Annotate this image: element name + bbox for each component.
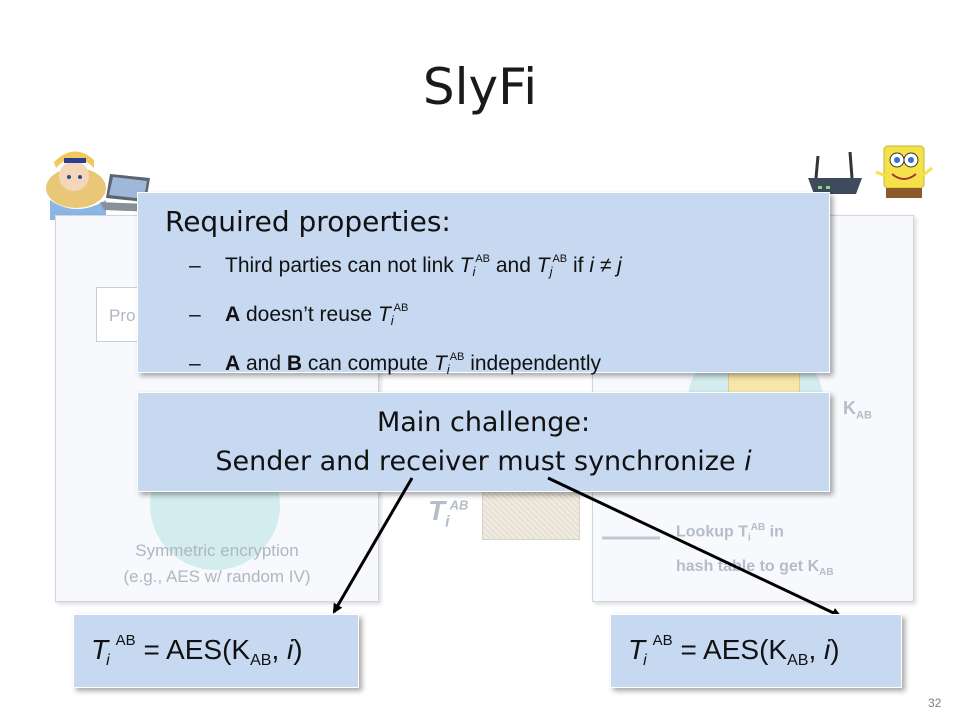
main-challenge-callout: Main challenge: Sender and receiver must… xyxy=(137,392,830,492)
formula-comma: , xyxy=(808,634,824,665)
ciphertext-noise xyxy=(482,486,580,540)
lookup-line1: Lookup TiAB in xyxy=(676,514,834,553)
t-sub: i xyxy=(446,362,450,377)
dash: – xyxy=(189,303,201,326)
lookup-caption: Lookup TiAB in hash table to get KAB xyxy=(676,514,834,587)
formula-i: i xyxy=(287,634,294,665)
item3-text-b: and xyxy=(240,352,287,375)
item3-text-d: can compute xyxy=(302,352,434,375)
challenge-text: Sender and receiver must synchronize xyxy=(215,446,745,477)
t-notation: TjAB xyxy=(536,253,568,279)
item3-text-e: independently xyxy=(464,352,601,375)
challenge-line2: Sender and receiver must synchronize i xyxy=(138,442,829,481)
item3-a: A xyxy=(225,352,241,375)
required-properties-callout: Required properties: – Third parties can … xyxy=(137,192,830,377)
formula-close: ) xyxy=(293,634,303,665)
t-notation: TiAB xyxy=(377,302,409,328)
item1-condition: i ≠ j xyxy=(589,254,622,277)
t-sup: AB xyxy=(449,351,465,363)
lookup-c: hash table to get K xyxy=(676,557,820,575)
t-notation: TiAB xyxy=(433,351,465,377)
t-sub: i xyxy=(472,264,476,279)
t-letter: T xyxy=(536,254,550,277)
property-item-unlinkable: –Third parties can not link TiAB and TjA… xyxy=(165,241,829,290)
lookup-line2: hash table to get KAB xyxy=(676,553,834,587)
properties-heading: Required properties: xyxy=(165,205,451,238)
t-letter: T xyxy=(459,254,473,277)
formula-comma: , xyxy=(271,634,287,665)
kab-label: KAB xyxy=(843,398,872,422)
property-item-independent: – A and B can compute TiAB independently xyxy=(165,339,829,388)
slide-number: 32 xyxy=(928,696,942,710)
lookup-kab-sub: AB xyxy=(819,566,834,578)
formula-t: T xyxy=(91,634,109,665)
formula-t-sup: AB xyxy=(652,632,673,649)
lookup-sub: i xyxy=(747,532,751,544)
item3-c: B xyxy=(286,352,303,375)
challenge-line1: Main challenge: xyxy=(376,407,591,438)
challenge-i: i xyxy=(744,446,752,477)
t-sup: AB xyxy=(475,253,491,265)
encryption-caption-line1: Symmetric encryption xyxy=(135,541,299,560)
formula-t: T xyxy=(628,634,646,665)
arrow-to-receiver-formula xyxy=(547,476,842,618)
item1-text-a: Third parties can not link xyxy=(225,254,460,277)
lookup-b: in xyxy=(765,523,784,541)
dash: – xyxy=(189,254,201,277)
t-notation: TiAB xyxy=(459,253,491,279)
faded-t: T xyxy=(428,495,446,526)
formula-k-sub: AB xyxy=(787,652,809,669)
formula-i: i xyxy=(824,634,831,665)
t-sup: AB xyxy=(552,253,568,265)
formula-k-sub: AB xyxy=(250,652,272,669)
slide-title: SlyFi xyxy=(422,58,538,116)
lookup-a: Lookup T xyxy=(676,523,748,541)
formula-close: ) xyxy=(830,634,840,665)
lookup-sup: AB xyxy=(750,522,766,533)
formula-t-sub: i xyxy=(106,652,110,669)
router-icon xyxy=(808,151,862,194)
faded-t-sup: AB xyxy=(449,497,469,513)
dash: – xyxy=(189,352,201,375)
t-sub: j xyxy=(549,264,553,279)
encryption-caption-line2: (e.g., AES w/ random IV) xyxy=(123,567,311,586)
t-letter: T xyxy=(377,303,391,326)
kab-sub: AB xyxy=(856,409,872,422)
faded-t-sub: i xyxy=(445,513,450,531)
item2-text-b: doesn’t reuse xyxy=(240,303,378,326)
formula-t-sup: AB xyxy=(115,632,136,649)
t-sub: i xyxy=(390,313,394,328)
item1-text-c: if xyxy=(567,254,590,277)
kab-k: K xyxy=(843,398,856,418)
sender-formula: TiAB = AES(KAB, i) xyxy=(73,614,359,688)
formula-eq: = AES(K xyxy=(135,634,251,665)
formula-t-sub: i xyxy=(643,652,647,669)
receiver-formula: TiAB = AES(KAB, i) xyxy=(610,614,902,688)
item2-a: A xyxy=(225,303,241,326)
item1-text-b: and xyxy=(490,254,537,277)
spongebob-icon xyxy=(875,145,933,198)
t-letter: T xyxy=(433,352,447,375)
arrow-to-sender-formula xyxy=(332,477,414,614)
encryption-caption: Symmetric encryption (e.g., AES w/ rando… xyxy=(58,538,376,590)
faded-t-label: TiAB xyxy=(428,495,468,532)
property-item-no-reuse: – A doesn’t reuse TiAB xyxy=(165,290,829,339)
t-sup: AB xyxy=(393,302,409,314)
formula-eq: = AES(K xyxy=(672,634,788,665)
